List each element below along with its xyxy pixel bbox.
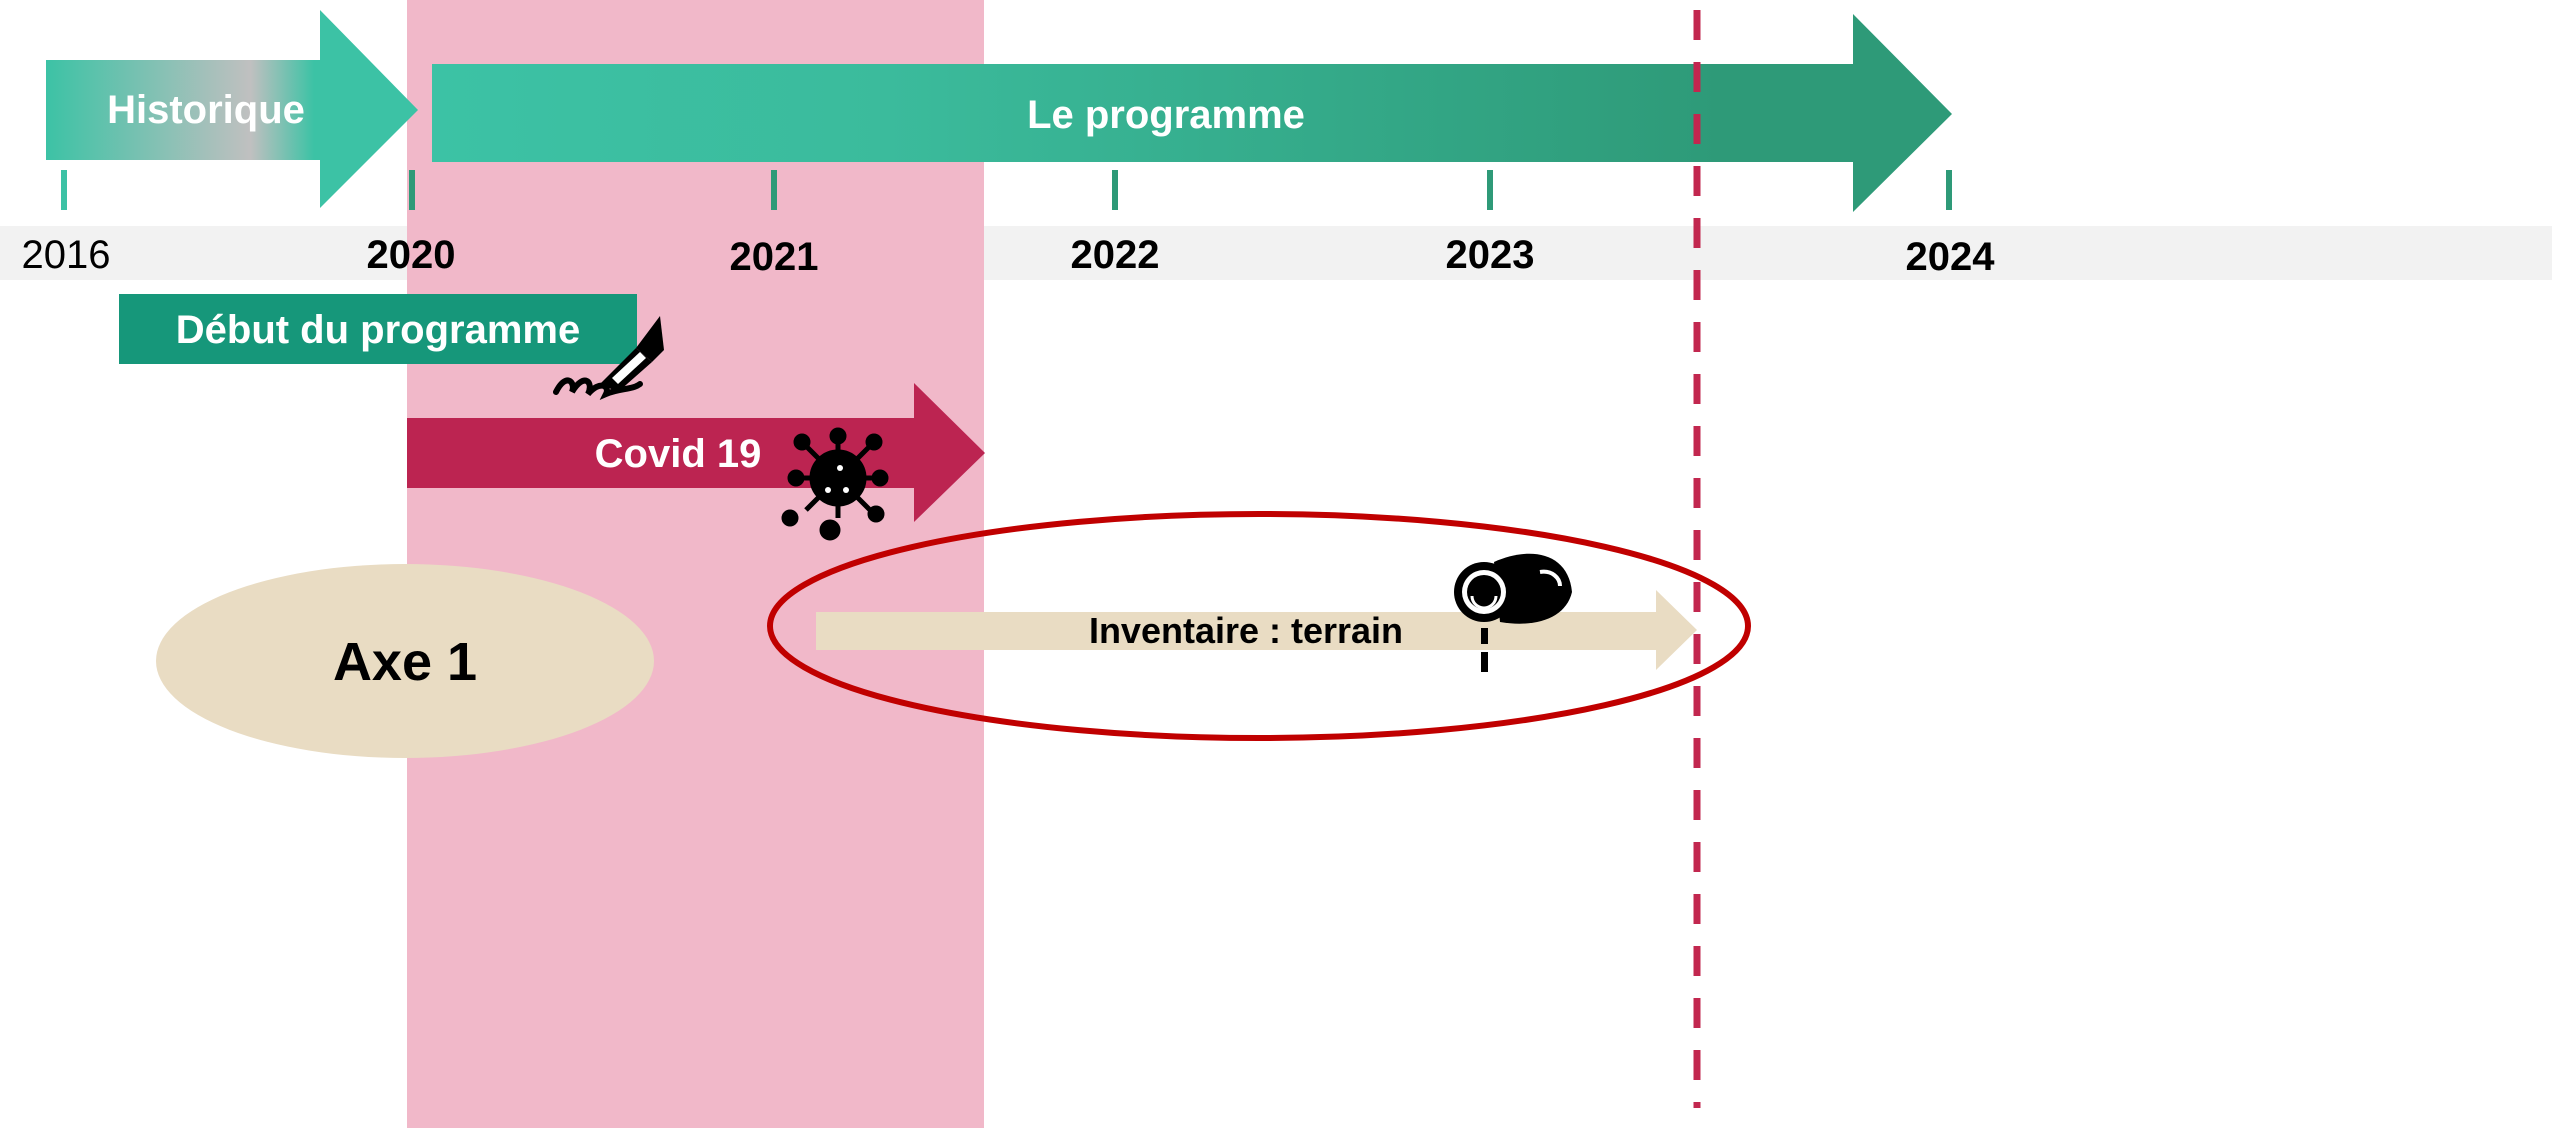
year-label-2022: 2022 xyxy=(1071,233,1160,277)
axe1-label: Axe 1 xyxy=(333,632,477,692)
year-label-2024: 2024 xyxy=(1906,235,1996,279)
debut-programme-box: Début du programme xyxy=(119,294,637,364)
tick-2024 xyxy=(1946,170,1952,210)
year-label-2021: 2021 xyxy=(730,235,819,279)
programme-arrow: Le programme xyxy=(432,14,1952,212)
tick-2020 xyxy=(409,170,415,210)
tick-2016 xyxy=(61,170,67,210)
year-label-2020: 2020 xyxy=(367,233,456,277)
inventaire-arrow: Inventaire : terrain xyxy=(816,590,1697,670)
covid-period-band xyxy=(407,0,984,1128)
virus-icon xyxy=(781,427,889,541)
year-ticks xyxy=(61,170,1952,210)
tick-2023 xyxy=(1487,170,1493,210)
signature-pen-icon xyxy=(553,316,664,400)
axe1-ellipse: Axe 1 xyxy=(156,564,654,758)
tick-2021 xyxy=(771,170,777,210)
covid-label: Covid 19 xyxy=(595,432,762,476)
debut-programme-label: Début du programme xyxy=(176,308,580,352)
programme-label: Le programme xyxy=(1027,93,1305,137)
historique-arrow: Historique xyxy=(46,10,418,208)
inventaire-label: Inventaire : terrain xyxy=(1089,610,1403,651)
historique-label: Historique xyxy=(107,88,305,132)
year-labels: 2016 2020 2021 2022 2023 2024 xyxy=(22,233,1996,279)
focus-ellipse xyxy=(767,511,1751,741)
year-band-overlay xyxy=(407,226,984,280)
tick-2022 xyxy=(1112,170,1118,210)
year-label-2023: 2023 xyxy=(1446,233,1535,277)
magnifier-eye-icon xyxy=(1454,553,1572,672)
year-label-2016: 2016 xyxy=(22,233,111,277)
